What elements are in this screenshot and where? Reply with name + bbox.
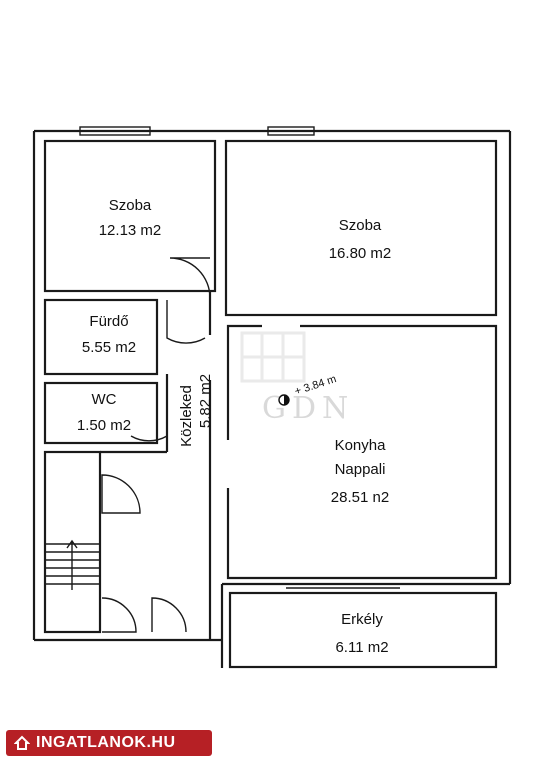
erkely-area: 6.11 m2: [335, 639, 388, 656]
szoba-large-area: 16.80 m2: [329, 245, 392, 262]
badge-text: INGATLANOK.HU: [36, 734, 176, 751]
konyha-area: 28.51 n2: [331, 489, 389, 506]
kozleked-area: 5.82 m2: [197, 374, 214, 428]
furdo-area: 5.55 m2: [82, 339, 136, 356]
level-marker-icon: [278, 394, 290, 406]
nappali-name: Nappali: [335, 461, 386, 478]
door-swings: [101, 257, 211, 633]
wc-area: 1.50 m2: [77, 417, 131, 434]
kozleked-name: Közleked: [178, 385, 195, 447]
room-szoba-small: [43, 139, 217, 293]
room-wc: [43, 381, 159, 445]
konyha-name: Konyha: [335, 437, 387, 454]
room-konyha-nappali: [226, 324, 498, 580]
room-furdo: [43, 298, 159, 376]
szoba-small-area: 12.13 m2: [99, 222, 162, 239]
room-szoba-large: [224, 139, 498, 317]
room-erkely: [228, 591, 498, 669]
staircase: [43, 450, 167, 634]
ingatlanok-logo-badge: INGATLANOK.HU: [6, 730, 212, 756]
watermark-logo: [240, 331, 306, 383]
szoba-large-name: Szoba: [339, 217, 382, 234]
house-icon: [13, 735, 31, 751]
wc-name: WC: [92, 391, 117, 408]
furdo-name: Fürdő: [89, 313, 128, 330]
outer-walls: [32, 126, 512, 668]
szoba-small-name: Szoba: [109, 197, 152, 214]
watermark-text: GDN: [262, 391, 354, 426]
erkely-name: Erkély: [341, 611, 383, 628]
